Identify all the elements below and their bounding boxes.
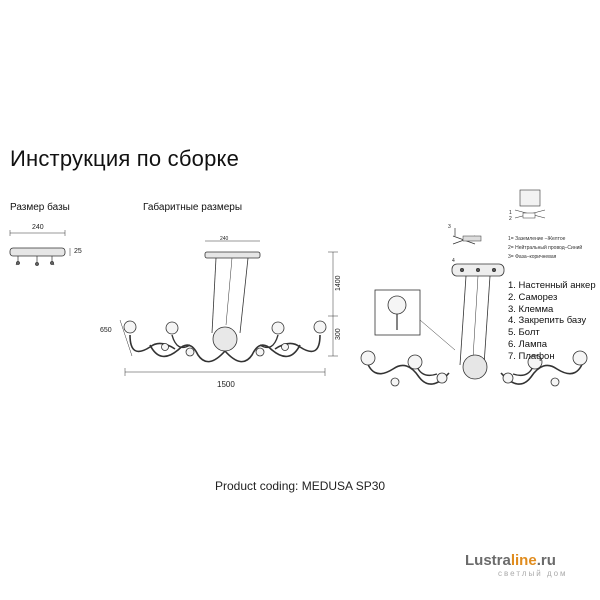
logo-part-ru: .ru xyxy=(536,552,556,569)
step-item: 7. Плафон xyxy=(508,350,555,362)
logo-part-line: line xyxy=(510,552,537,569)
canopy-width-label: 240 xyxy=(220,236,229,242)
overall-width-label: 1500 xyxy=(217,380,235,389)
dimensions-drawing xyxy=(119,240,338,376)
wiring-ground: 1= Заземление –Желтое xyxy=(508,236,566,242)
height-label-650: 650 xyxy=(100,327,112,334)
total-height-label: 1400 xyxy=(335,275,342,291)
wiring-detail xyxy=(452,189,546,245)
wiring-neutral: 2= Нейтральный провод–Синий xyxy=(508,245,583,251)
body-height-label: 300 xyxy=(335,328,342,340)
base-size-heading: Размер базы xyxy=(10,202,70,213)
steps-list: 1. Настенный анкер 2. Саморез 3. Клемма … xyxy=(508,280,596,363)
logo-tagline: светлый дом xyxy=(498,569,568,578)
detail-label-2: 2 xyxy=(509,216,512,222)
step-item: 6. Лампа xyxy=(508,338,548,350)
step-item: 5. Болт xyxy=(508,327,540,339)
wiring-legend: 1= Заземление –Желтое 2= Нейтральный про… xyxy=(508,235,582,262)
base-drawing xyxy=(9,230,71,266)
logo-part-lustra: Lustra xyxy=(465,552,511,569)
detail-label-1: 1 xyxy=(509,210,512,216)
page-title: Инструкция по сборке xyxy=(10,146,240,171)
step-item: 4. Закрепить базу xyxy=(508,315,587,327)
detail-label-3: 3 xyxy=(448,224,451,230)
base-height-label: 25 xyxy=(74,248,82,255)
detail-label-4: 4 xyxy=(452,258,455,264)
step-item: 2. Саморез xyxy=(508,291,558,303)
product-coding: Product coding: MEDUSA SP30 xyxy=(215,479,386,493)
step-item: 1. Настенный анкер xyxy=(508,280,596,291)
base-width-label: 240 xyxy=(32,224,44,231)
step-item: 3. Клемма xyxy=(508,303,554,315)
lustraline-logo[interactable]: Lustraline.ru xyxy=(465,552,556,569)
dimensions-heading: Габаритные размеры xyxy=(143,202,243,213)
installation-drawing xyxy=(360,263,588,387)
wiring-phase: 3= Фаза–коричневая xyxy=(508,254,557,260)
